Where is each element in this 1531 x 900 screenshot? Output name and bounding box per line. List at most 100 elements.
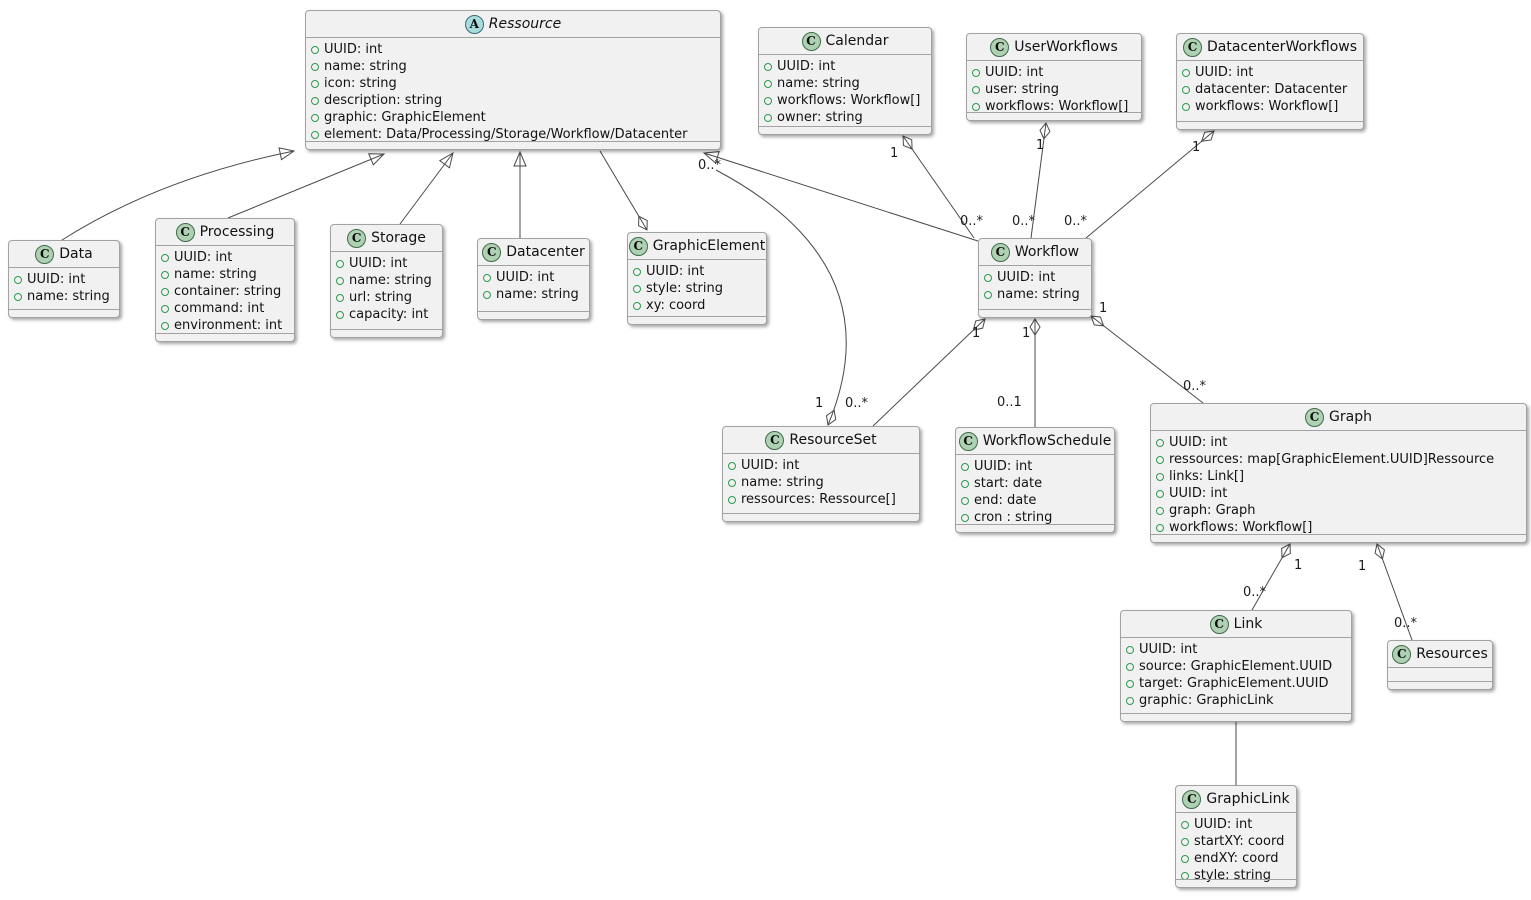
field-visibility-icon [161,304,169,313]
class-icon: C [958,431,978,451]
class-icon: C [1392,644,1412,664]
field: datacenter: Datacenter [1182,81,1357,98]
class-title: C GraphicLink [1176,786,1296,813]
field-text: style: string [646,281,724,296]
field-visibility-icon [961,513,969,522]
field-text: UUID: int [985,65,1044,80]
attributes-compartment: UUID: int style: string xy: coord [628,260,766,316]
field-visibility-icon [311,113,319,122]
class-link: C Link UUID: int source: GraphicElement.… [1120,610,1352,722]
field: UUID: int [1126,641,1345,658]
multiplicity-label: 1 [1192,140,1201,155]
multiplicity-label: 1 [890,146,899,161]
field-text: name: string [174,267,257,282]
attributes-compartment: UUID: int source: GraphicElement.UUID ta… [1121,638,1351,713]
multiplicity-label: 1 [1294,558,1303,573]
class-title: C UserWorkflows [967,34,1141,61]
field: UUID: int [483,269,583,286]
field-visibility-icon [1156,489,1164,498]
attributes-compartment: UUID: int ressources: map[GraphicElement… [1151,431,1526,535]
field-visibility-icon [1182,102,1190,111]
field: UUID: int [728,457,913,474]
edge-data-extends-ressource [61,147,296,241]
field-visibility-icon [161,321,169,330]
field-visibility-icon [961,479,969,488]
field: owner: string [764,109,925,126]
field-text: start: date [974,476,1043,491]
field-text: UUID: int [349,256,408,271]
field-text: UUID: int [1139,642,1198,657]
field: name: string [161,266,288,283]
class-title: C Calendar [759,28,931,55]
class-icon: C [1182,37,1202,57]
field-text: UUID: int [1195,65,1254,80]
field-text: workflows: Workflow[] [1195,99,1339,114]
field: icon: string [311,75,714,92]
field: name: string [483,286,583,303]
field: source: GraphicElement.UUID [1126,658,1345,675]
field: name: string [336,272,436,289]
field-text: icon: string [324,76,397,91]
class-icon: C [1209,614,1229,634]
field-text: description: string [324,93,443,108]
attributes-compartment: UUID: int name: string icon: string desc… [306,38,720,142]
multiplicity-label: 1 [815,396,824,411]
field-visibility-icon [1156,523,1164,532]
class-icon: C [990,242,1010,262]
class-resources: C Resources [1387,640,1493,690]
edge-ressource-graphicelement-aggregation [599,150,648,231]
multiplicity-label: 0..* [1064,214,1088,229]
field-text: cron : string [974,510,1053,525]
methods-compartment [156,333,294,341]
multiplicity-label: 1 [1358,559,1367,574]
multiplicity-label: 0..1 [997,395,1022,410]
class-title: C DatacenterWorkflows [1177,34,1363,61]
field-text: UUID: int [174,250,233,265]
edge-resourceset-ressource-aggregation [715,169,847,426]
multiplicity-label: 1 [1099,301,1108,316]
field: startXY: coord [1181,833,1290,850]
multiplicity-label: 0..* [960,214,984,229]
attributes-compartment: UUID: int name: string [478,266,589,311]
class-calendar: C Calendar UUID: int name: string workfl… [758,27,932,135]
attributes-compartment: UUID: int datacenter: Datacenter workflo… [1177,61,1363,121]
field: graphic: GraphicLink [1126,692,1345,709]
class-processing: C Processing UUID: int name: string cont… [155,218,295,342]
class-datacenter-workflows: C DatacenterWorkflows UUID: int datacent… [1176,33,1364,130]
class-title: C Graph [1151,404,1526,431]
class-data: C Data UUID: int name: string [8,240,120,318]
field-text: ressources: map[GraphicElement.UUID]Ress… [1169,452,1495,467]
field-text: source: GraphicElement.UUID [1139,659,1333,674]
multiplicity-label: 1 [972,326,981,341]
field-text: url: string [349,290,413,305]
class-name: Resources [1416,646,1488,662]
field: UUID: int [14,271,113,288]
edge-workflow-graph-aggregation [1090,315,1204,404]
field: start: date [961,475,1108,492]
field-text: xy: coord [646,298,706,313]
field-text: startXY: coord [1194,834,1285,849]
field-visibility-icon [1156,438,1164,447]
field-text: UUID: int [741,458,800,473]
class-name: UserWorkflows [1014,39,1118,55]
field-text: UUID: int [646,264,705,279]
attributes-compartment: UUID: int name: string url: string capac… [331,252,442,329]
field-text: workflows: Workflow[] [1169,520,1313,535]
field-visibility-icon [764,96,772,105]
class-storage: C Storage UUID: int name: string url: st… [330,224,443,338]
field-visibility-icon [336,293,344,302]
class-icon: C [628,236,648,256]
field-visibility-icon [972,85,980,94]
methods-compartment [1121,713,1351,721]
field: UUID: int [984,269,1085,286]
class-name: GraphicElement [652,238,766,254]
field-text: graphic: GraphicElement [324,110,486,125]
field-text: end: date [974,493,1037,508]
field: workflows: Workflow[] [1182,98,1357,115]
multiplicity-label: 1 [1036,138,1045,153]
class-name: Data [59,246,93,262]
field: UUID: int [1181,816,1290,833]
field: workflows: Workflow[] [764,92,925,109]
class-ressource: A Ressource UUID: int name: string icon:… [305,10,721,150]
